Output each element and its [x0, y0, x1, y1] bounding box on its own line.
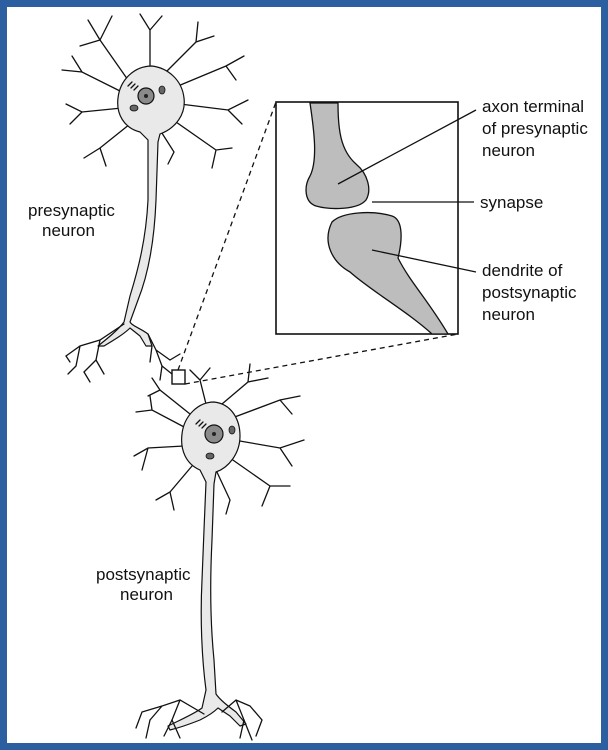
dendrite-label-line1: dendrite of	[482, 261, 563, 280]
dendrite-label-line2: postsynaptic	[482, 283, 577, 302]
presynaptic-label-line1: presynaptic	[28, 201, 115, 220]
axon-terminal-label-line2: of presynaptic	[482, 119, 588, 138]
postsynaptic-label-line1: postsynaptic	[96, 565, 191, 584]
zoom-line-top	[178, 102, 276, 370]
postsynaptic-neuron	[134, 364, 304, 740]
dendrite-label-line3: neuron	[482, 305, 535, 324]
zoom-line-bottom	[185, 334, 458, 384]
axon-terminal-label-line1: axon terminal	[482, 97, 584, 116]
zoom-marker-box	[172, 370, 185, 384]
presynaptic-label-line2: neuron	[42, 221, 95, 240]
postsynaptic-label-line2: neuron	[120, 585, 173, 604]
synapse-zoom	[172, 102, 458, 384]
axon-terminal-label-line3: neuron	[482, 141, 535, 160]
presynaptic-neuron	[62, 14, 248, 382]
synapse-label: synapse	[480, 193, 543, 212]
